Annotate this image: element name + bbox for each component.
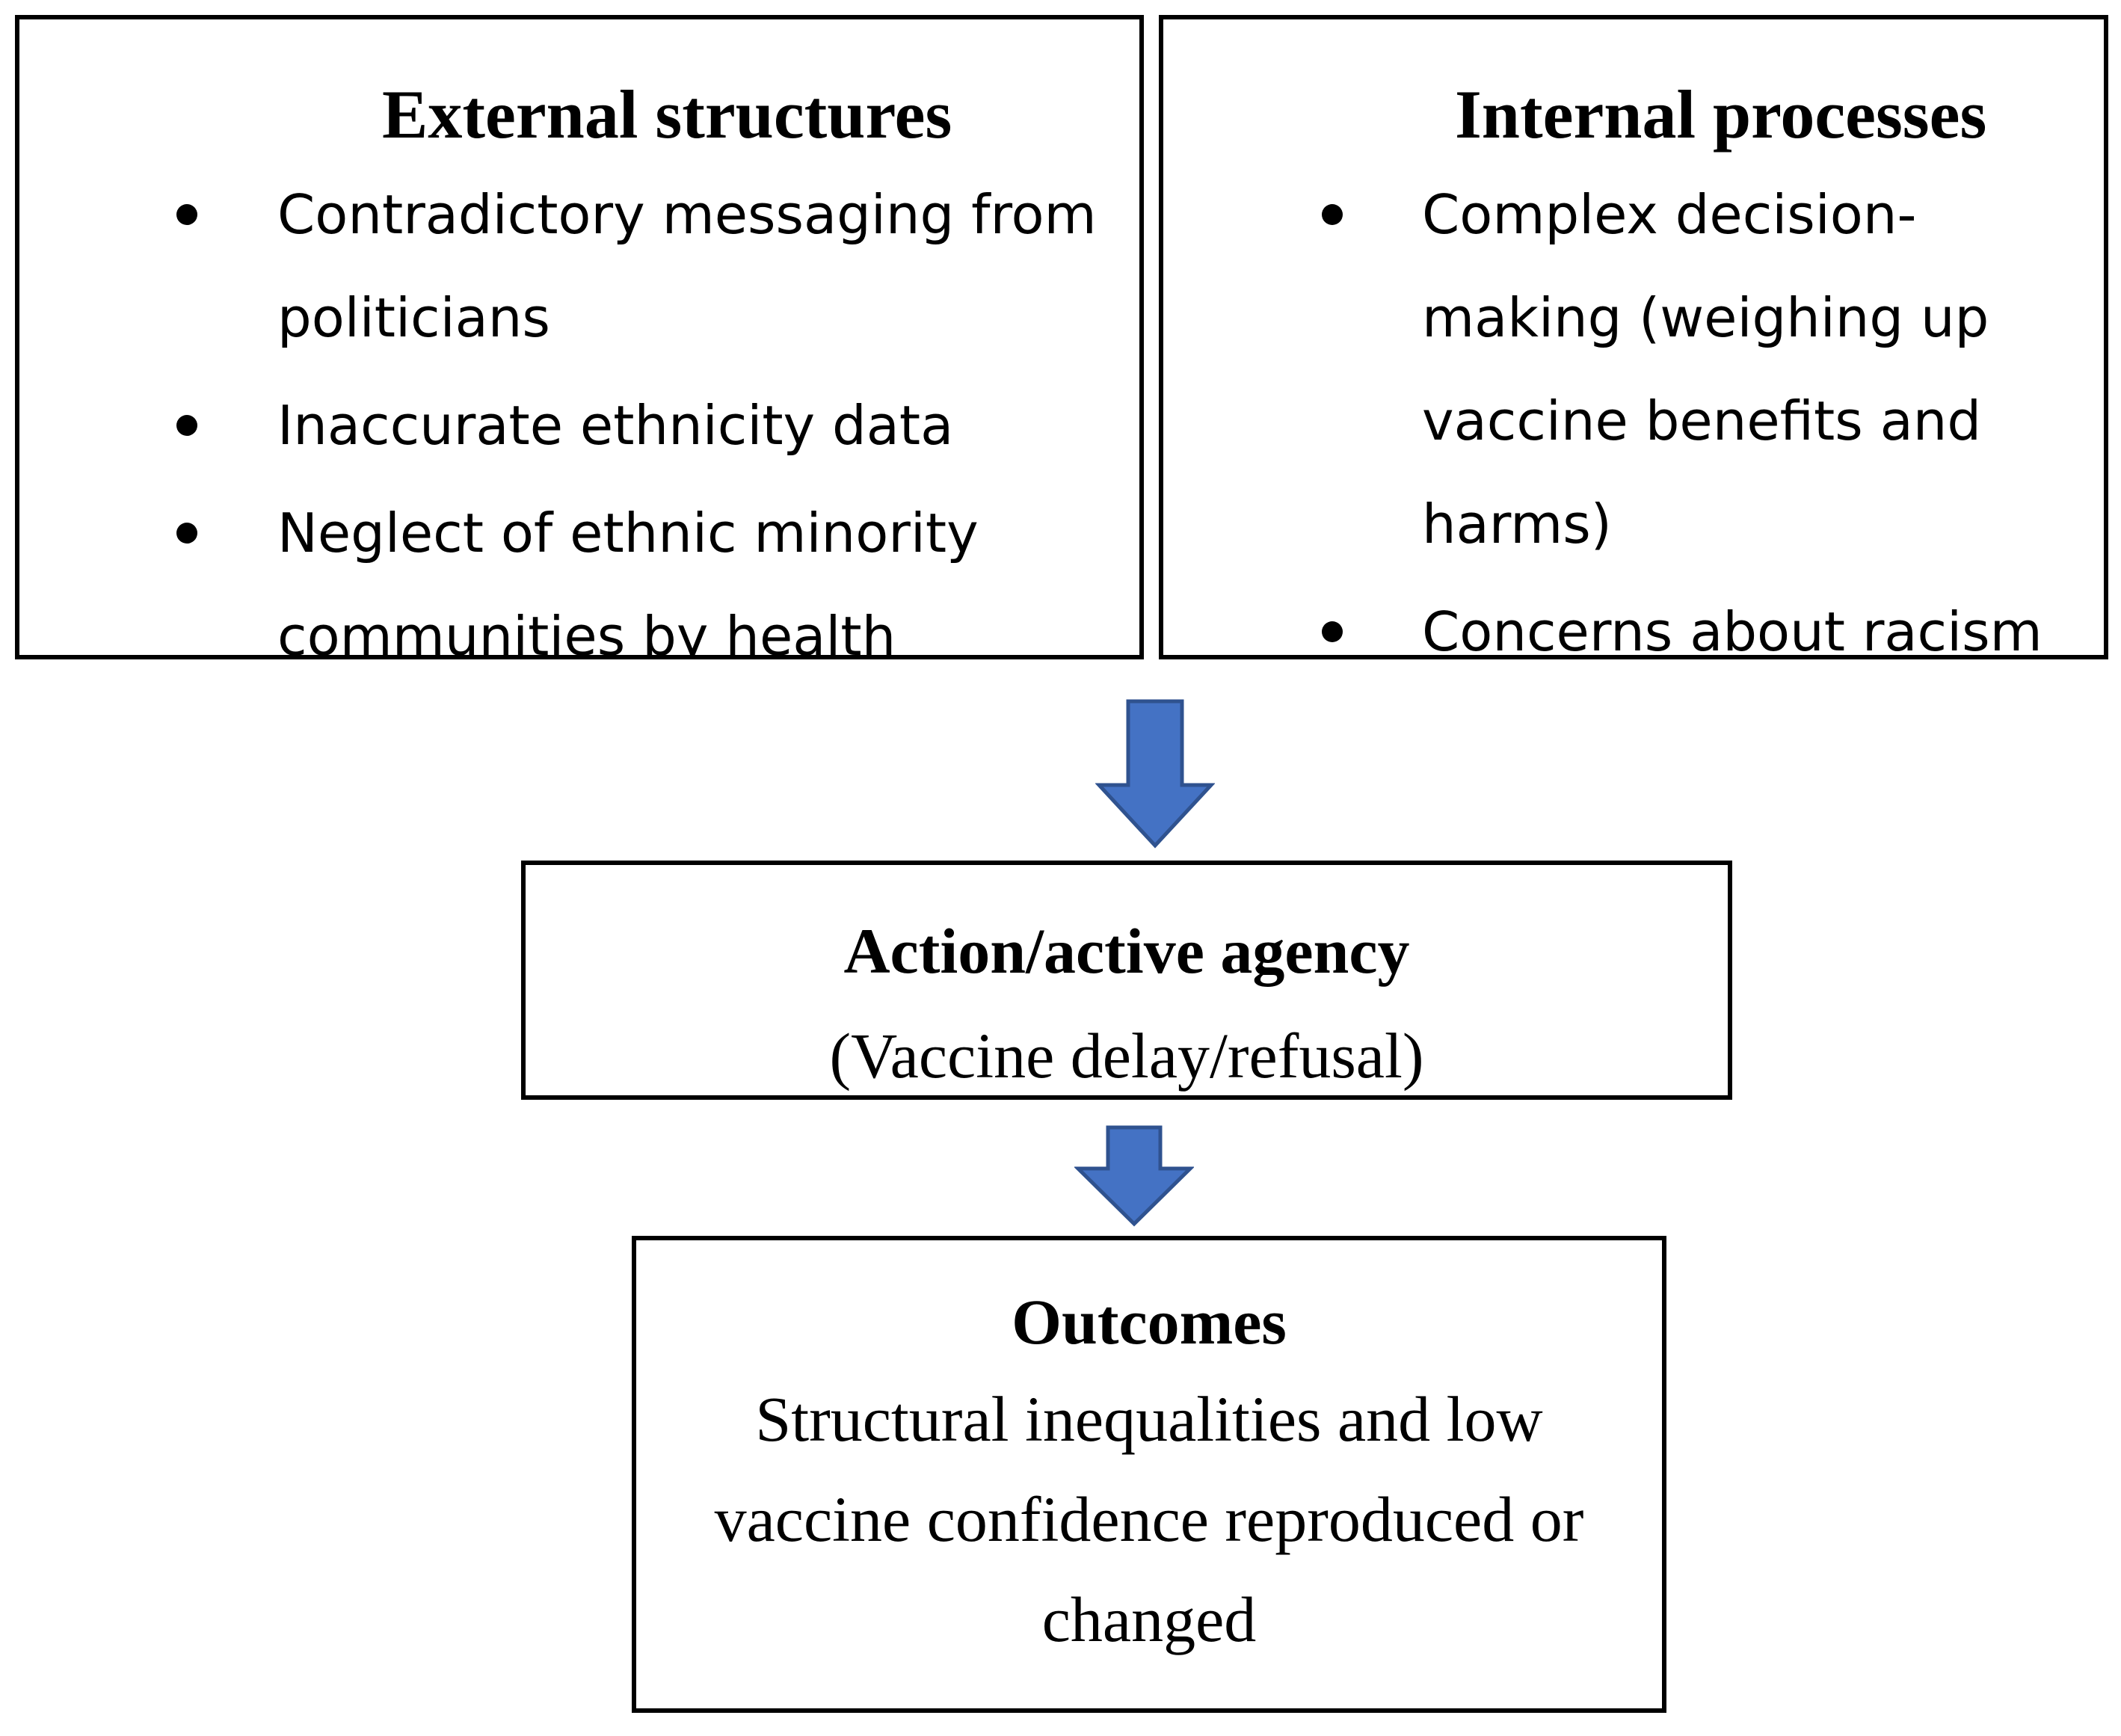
- list-item: Neglect of ethnic minority communities b…: [19, 481, 1139, 659]
- list-item-text: Concerns about racism: [1422, 600, 2042, 659]
- action-agency-title: Action/active agency: [843, 915, 1410, 987]
- internal-processes-box: Internal processes Complex decision-maki…: [1159, 15, 2108, 659]
- list-item: Complex decision-making (weighing up vac…: [1163, 163, 2104, 576]
- down-arrow-shape: [1074, 1125, 1194, 1227]
- list-item-text: Complex decision-making (weighing up vac…: [1422, 183, 1989, 555]
- list-item: Concerns about racism: [1163, 580, 2104, 659]
- external-structures-list: Contradictory messaging from politicians…: [19, 163, 1139, 659]
- bullet-icon: [1322, 621, 1343, 642]
- action-agency-subtitle: (Vaccine delay/refusal): [829, 1020, 1424, 1092]
- list-item-text: Inaccurate ethnicity data: [277, 394, 954, 457]
- bullet-icon: [1322, 204, 1343, 225]
- list-item-text: Neglect of ethnic minority communities b…: [277, 502, 979, 659]
- external-structures-title: External structures: [382, 76, 952, 153]
- list-item: Contradictory messaging from politicians: [19, 163, 1139, 369]
- list-item: Inaccurate ethnicity data: [19, 374, 1139, 477]
- down-arrow-icon: [1095, 699, 1215, 849]
- down-arrow-shape: [1095, 699, 1215, 849]
- outcomes-body: Structural inequalities and low vaccine …: [714, 1383, 1584, 1655]
- bullet-icon: [176, 523, 197, 544]
- external-structures-box: External structures Contradictory messag…: [15, 15, 1144, 659]
- internal-processes-list: Complex decision-making (weighing up vac…: [1163, 163, 2104, 659]
- outcomes-title: Outcomes: [1012, 1286, 1287, 1358]
- bullet-icon: [176, 415, 197, 436]
- internal-processes-title: Internal processes: [1455, 76, 1987, 153]
- action-agency-box: Action/active agency (Vaccine delay/refu…: [521, 861, 1732, 1100]
- outcomes-box: Outcomes Structural inequalities and low…: [632, 1236, 1666, 1713]
- list-item-text: Contradictory messaging from politicians: [277, 183, 1097, 349]
- down-arrow-icon: [1074, 1125, 1194, 1227]
- bullet-icon: [176, 204, 197, 225]
